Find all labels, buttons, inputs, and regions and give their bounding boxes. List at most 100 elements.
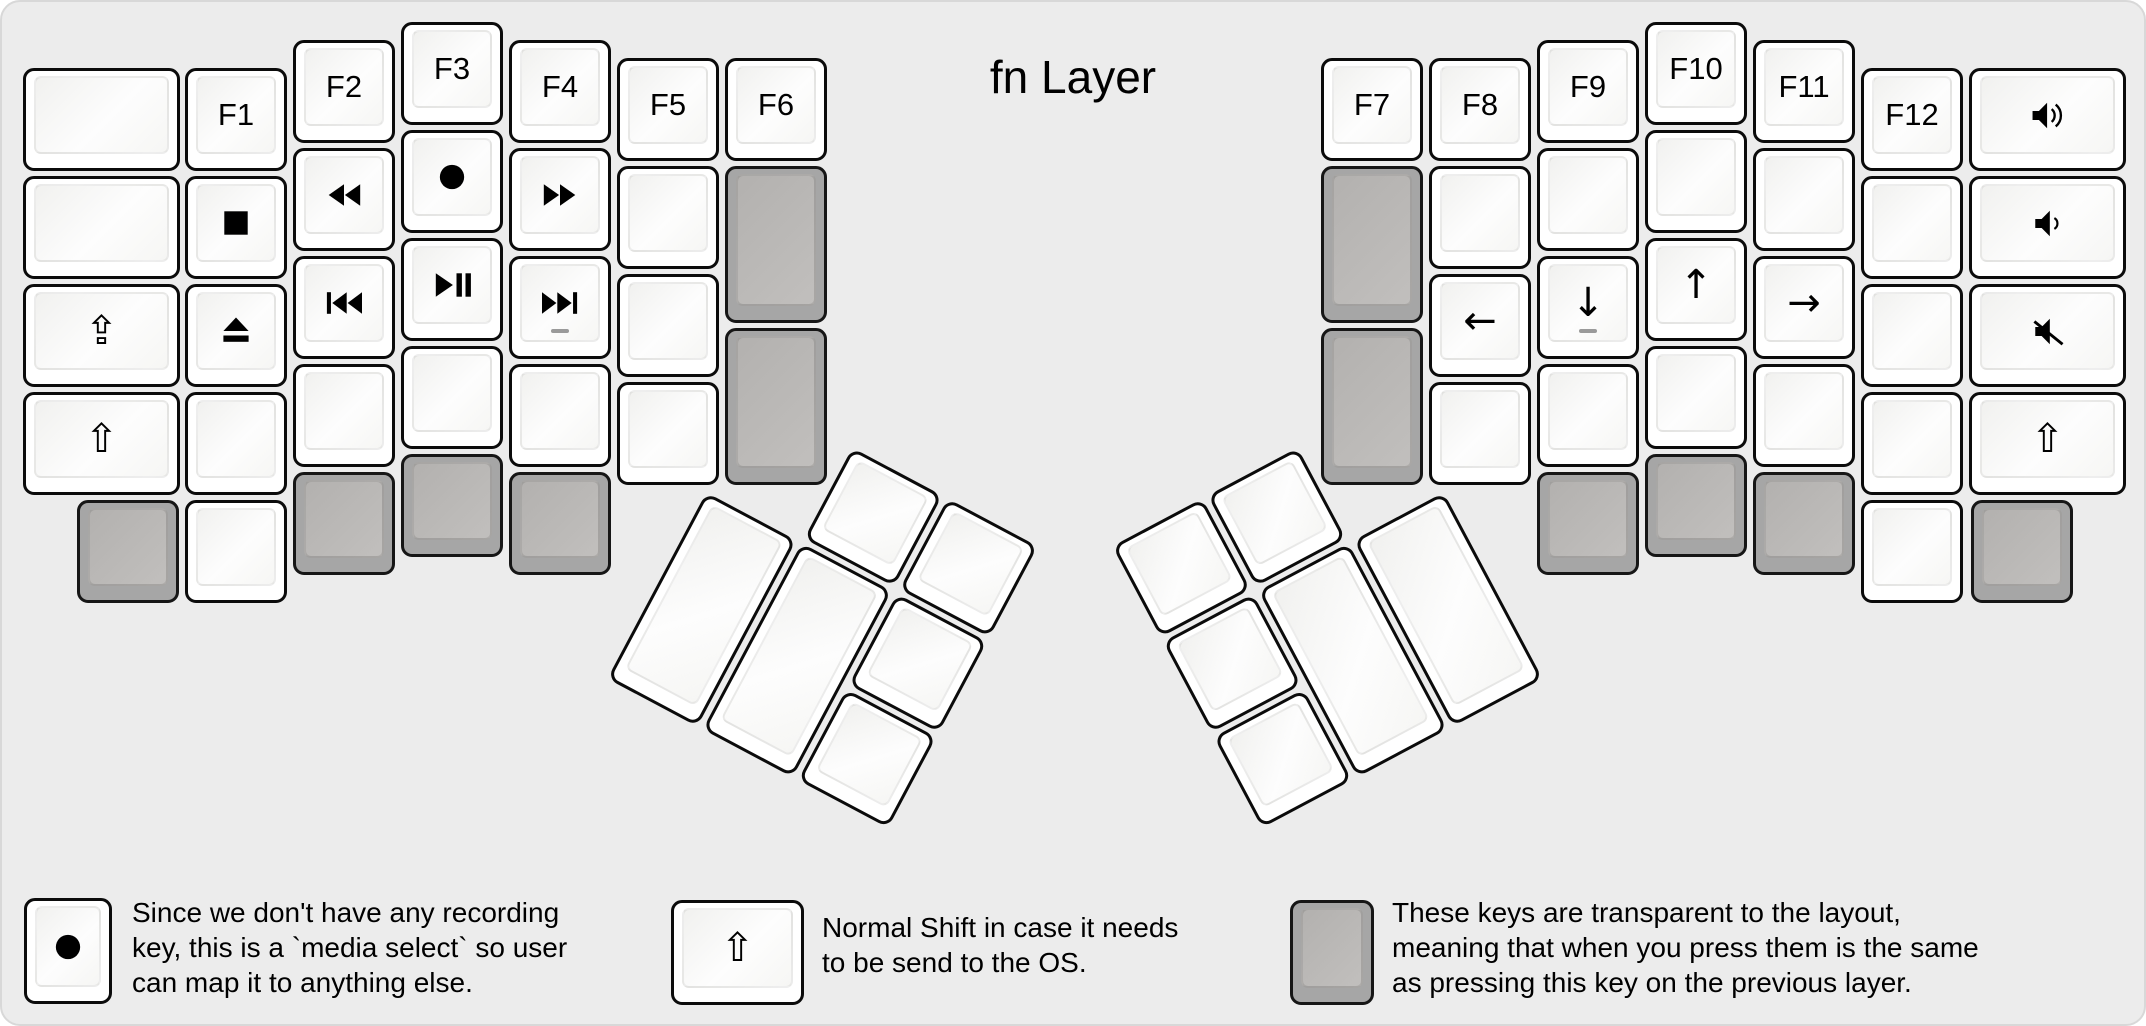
- key-blank[interactable]: [1429, 382, 1531, 485]
- key-record[interactable]: [401, 130, 503, 233]
- legend-text: Since we don't have any recording: [132, 897, 560, 928]
- keycap-top: ↑: [1656, 246, 1736, 324]
- key-label: F10: [1669, 51, 1723, 86]
- key-blank[interactable]: [509, 364, 611, 467]
- key-blank[interactable]: [1753, 148, 1855, 251]
- legend-text: These keys are transparent to the layout…: [1392, 897, 1901, 928]
- key-fast-forward[interactable]: [509, 148, 611, 251]
- key-blank[interactable]: [1537, 148, 1639, 251]
- keycap-top: [815, 701, 923, 808]
- keycap-top: [1764, 480, 1844, 558]
- key-f9[interactable]: F9: [1537, 40, 1639, 143]
- key-transparent[interactable]: [725, 328, 827, 485]
- key-blank[interactable]: [617, 382, 719, 485]
- key-f8[interactable]: F8: [1429, 58, 1531, 161]
- key-f4[interactable]: F4: [509, 40, 611, 143]
- keycap-top: F8: [1440, 66, 1520, 144]
- key-glyph: ⇪: [84, 308, 119, 354]
- key-f1[interactable]: F1: [185, 68, 287, 171]
- key-f3[interactable]: F3: [401, 22, 503, 125]
- legend-text: key, this is a `media select` so user: [132, 932, 568, 963]
- key-rewind[interactable]: [293, 148, 395, 251]
- key-transparent[interactable]: [509, 472, 611, 575]
- key-label: F12: [1885, 97, 1939, 132]
- key-blank[interactable]: [1861, 392, 1963, 495]
- key-arrow-left[interactable]: ←: [1429, 274, 1531, 377]
- key-transparent[interactable]: [293, 472, 395, 575]
- keycap-top: [866, 605, 974, 713]
- key-blank[interactable]: [1861, 284, 1963, 387]
- key-shift[interactable]: ⇧: [23, 392, 180, 495]
- keycap-top: [1548, 372, 1628, 450]
- key-f7[interactable]: F7: [1321, 58, 1423, 161]
- key-f10[interactable]: F10: [1645, 22, 1747, 125]
- mute-icon: [2028, 313, 2068, 350]
- key-transparent[interactable]: [1537, 472, 1639, 575]
- key-blank[interactable]: [23, 68, 180, 171]
- key-blank[interactable]: [1861, 176, 1963, 279]
- key-transparent[interactable]: [401, 454, 503, 557]
- keycap-top: [1440, 390, 1520, 468]
- keycap-top: [1872, 400, 1952, 478]
- key-volume-down[interactable]: [1969, 176, 2126, 279]
- key-blank[interactable]: [401, 346, 503, 449]
- key-arrow-down[interactable]: ↓: [1537, 256, 1639, 359]
- keycap-top: [821, 459, 929, 567]
- key-blank[interactable]: [293, 364, 395, 467]
- key-transparent[interactable]: [1321, 328, 1423, 485]
- key-transparent[interactable]: [1971, 500, 2073, 603]
- key-transparent[interactable]: [1645, 454, 1747, 557]
- keycap-top: [196, 508, 276, 586]
- key-label: F9: [1569, 69, 1607, 104]
- key-eject[interactable]: [185, 284, 287, 387]
- keycap-top: [412, 354, 492, 432]
- key-f5[interactable]: F5: [617, 58, 719, 161]
- key-prev-track[interactable]: [293, 256, 395, 359]
- key-blank[interactable]: [1645, 130, 1747, 233]
- layer-title: fn Layer: [989, 51, 1157, 103]
- key-glyph: ←: [1463, 298, 1497, 344]
- key-f12[interactable]: F12: [1861, 68, 1963, 171]
- key-blank[interactable]: [185, 500, 287, 603]
- keycap-top: [1872, 184, 1952, 262]
- key-play-pause[interactable]: [401, 238, 503, 341]
- key-arrow-right[interactable]: →: [1753, 256, 1855, 359]
- key-capslock[interactable]: ⇪: [23, 284, 180, 387]
- keycap-top: [1872, 292, 1952, 370]
- key-transparent[interactable]: [1753, 472, 1855, 575]
- keycap-top: F3: [412, 30, 492, 108]
- key-blank[interactable]: [1861, 500, 1963, 603]
- key-blank[interactable]: [617, 274, 719, 377]
- key-f11[interactable]: F11: [1753, 40, 1855, 143]
- key-transparent[interactable]: [725, 166, 827, 323]
- key-transparent[interactable]: [77, 500, 179, 603]
- keycap-top: F11: [1764, 48, 1844, 126]
- keycap-top: [1980, 76, 2115, 154]
- key-blank[interactable]: [185, 392, 287, 495]
- keycap-top: [1332, 336, 1412, 468]
- key-blank[interactable]: [1429, 166, 1531, 269]
- key-blank[interactable]: [1753, 364, 1855, 467]
- key-f6[interactable]: F6: [725, 58, 827, 161]
- key-volume-up[interactable]: [1969, 68, 2126, 171]
- key-stop[interactable]: [185, 176, 287, 279]
- keycap-top: [736, 336, 816, 468]
- keycap-top: [520, 480, 600, 558]
- key-next-track[interactable]: [509, 256, 611, 359]
- key-label: F1: [217, 97, 255, 132]
- key-label: F11: [1778, 69, 1830, 104]
- keycap-top: [196, 400, 276, 478]
- key-blank[interactable]: [1645, 346, 1747, 449]
- key-blank[interactable]: [617, 166, 719, 269]
- key-glyph: ↓: [1571, 280, 1605, 326]
- key-mute[interactable]: [1969, 284, 2126, 387]
- eject-icon: [218, 313, 254, 349]
- keycap-top: [520, 264, 600, 342]
- key-transparent[interactable]: [1321, 166, 1423, 323]
- key-arrow-up[interactable]: ↑: [1645, 238, 1747, 341]
- keycap-top: →: [1764, 264, 1844, 342]
- key-blank[interactable]: [23, 176, 180, 279]
- key-blank[interactable]: [1537, 364, 1639, 467]
- key-shift[interactable]: ⇧: [1969, 392, 2126, 495]
- key-f2[interactable]: F2: [293, 40, 395, 143]
